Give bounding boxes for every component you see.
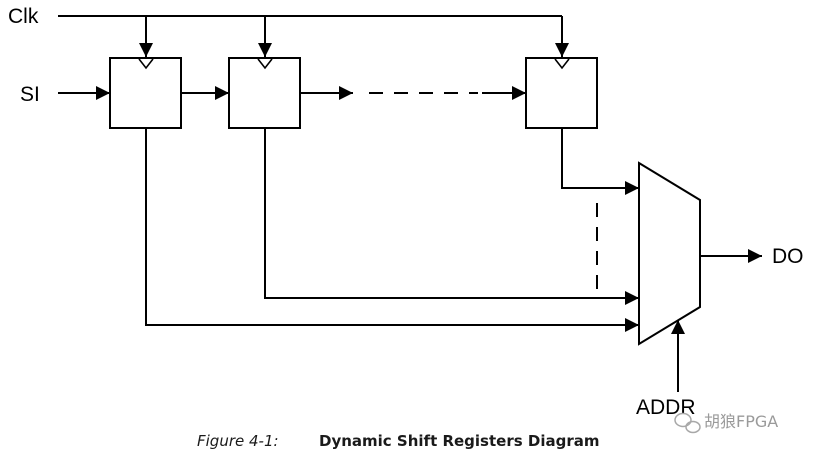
si-label: SI (20, 83, 40, 106)
watermark-text: 胡狼FPGA (704, 412, 778, 431)
multiplexer (638, 161, 701, 346)
do-label: DO (772, 245, 804, 268)
clock-triangle-icon (257, 58, 273, 70)
register-2 (228, 57, 301, 129)
clock-triangle-icon (554, 58, 570, 70)
register-n (525, 57, 598, 129)
figure-number: Figure 4-1: (197, 432, 279, 450)
tap-2-wire (264, 128, 639, 305)
wechat-icon (674, 412, 701, 434)
register-1 (109, 57, 182, 129)
clock-triangle-icon (138, 58, 154, 70)
addr-label: ADDR (636, 396, 696, 419)
clk-label: Clk (8, 5, 39, 28)
tap-1-wire (145, 128, 639, 332)
clock-bus (58, 15, 569, 57)
tap-n-wire (561, 128, 639, 195)
figure-title: Dynamic Shift Registers Diagram (319, 432, 599, 450)
